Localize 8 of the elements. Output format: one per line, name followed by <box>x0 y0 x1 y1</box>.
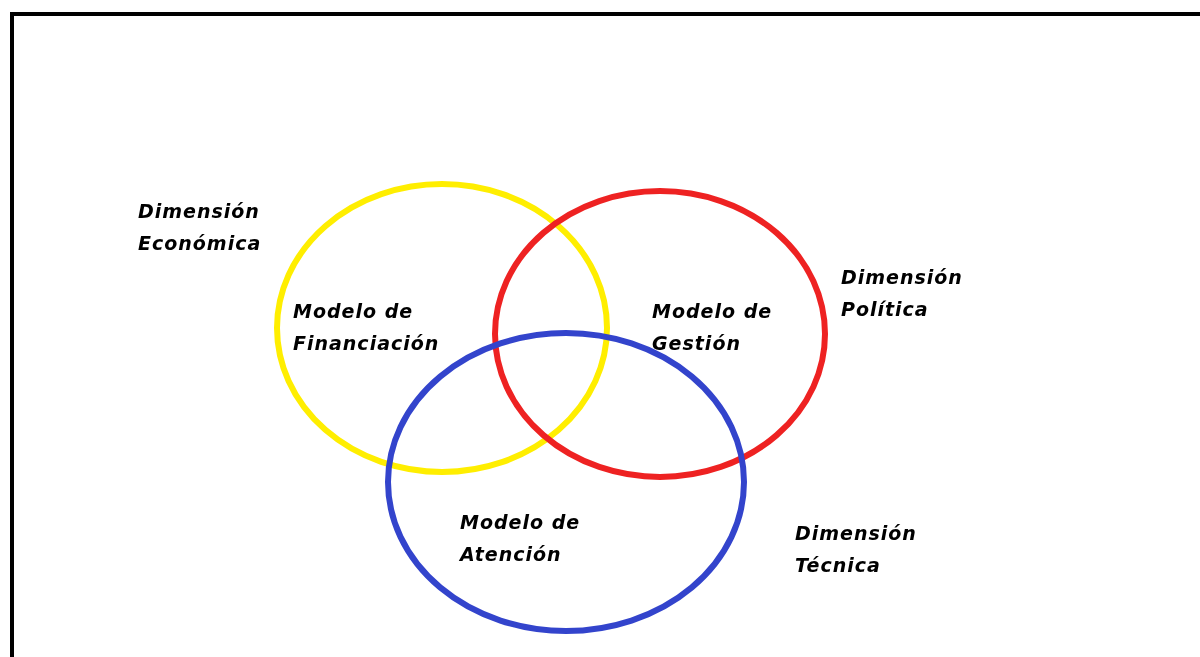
circle-label: Modelo de Atención <box>460 510 582 567</box>
dimension-label: Dimensión Técnica <box>795 521 918 578</box>
dimension-label: Dimensión Política <box>841 265 964 322</box>
venn-circle <box>274 181 610 475</box>
circle-label: Modelo de Gestión <box>652 299 774 356</box>
circle-label: Modelo de Financiación <box>293 299 441 356</box>
venn-circle <box>492 188 828 480</box>
dimension-label: Dimensión Económica <box>138 199 263 256</box>
